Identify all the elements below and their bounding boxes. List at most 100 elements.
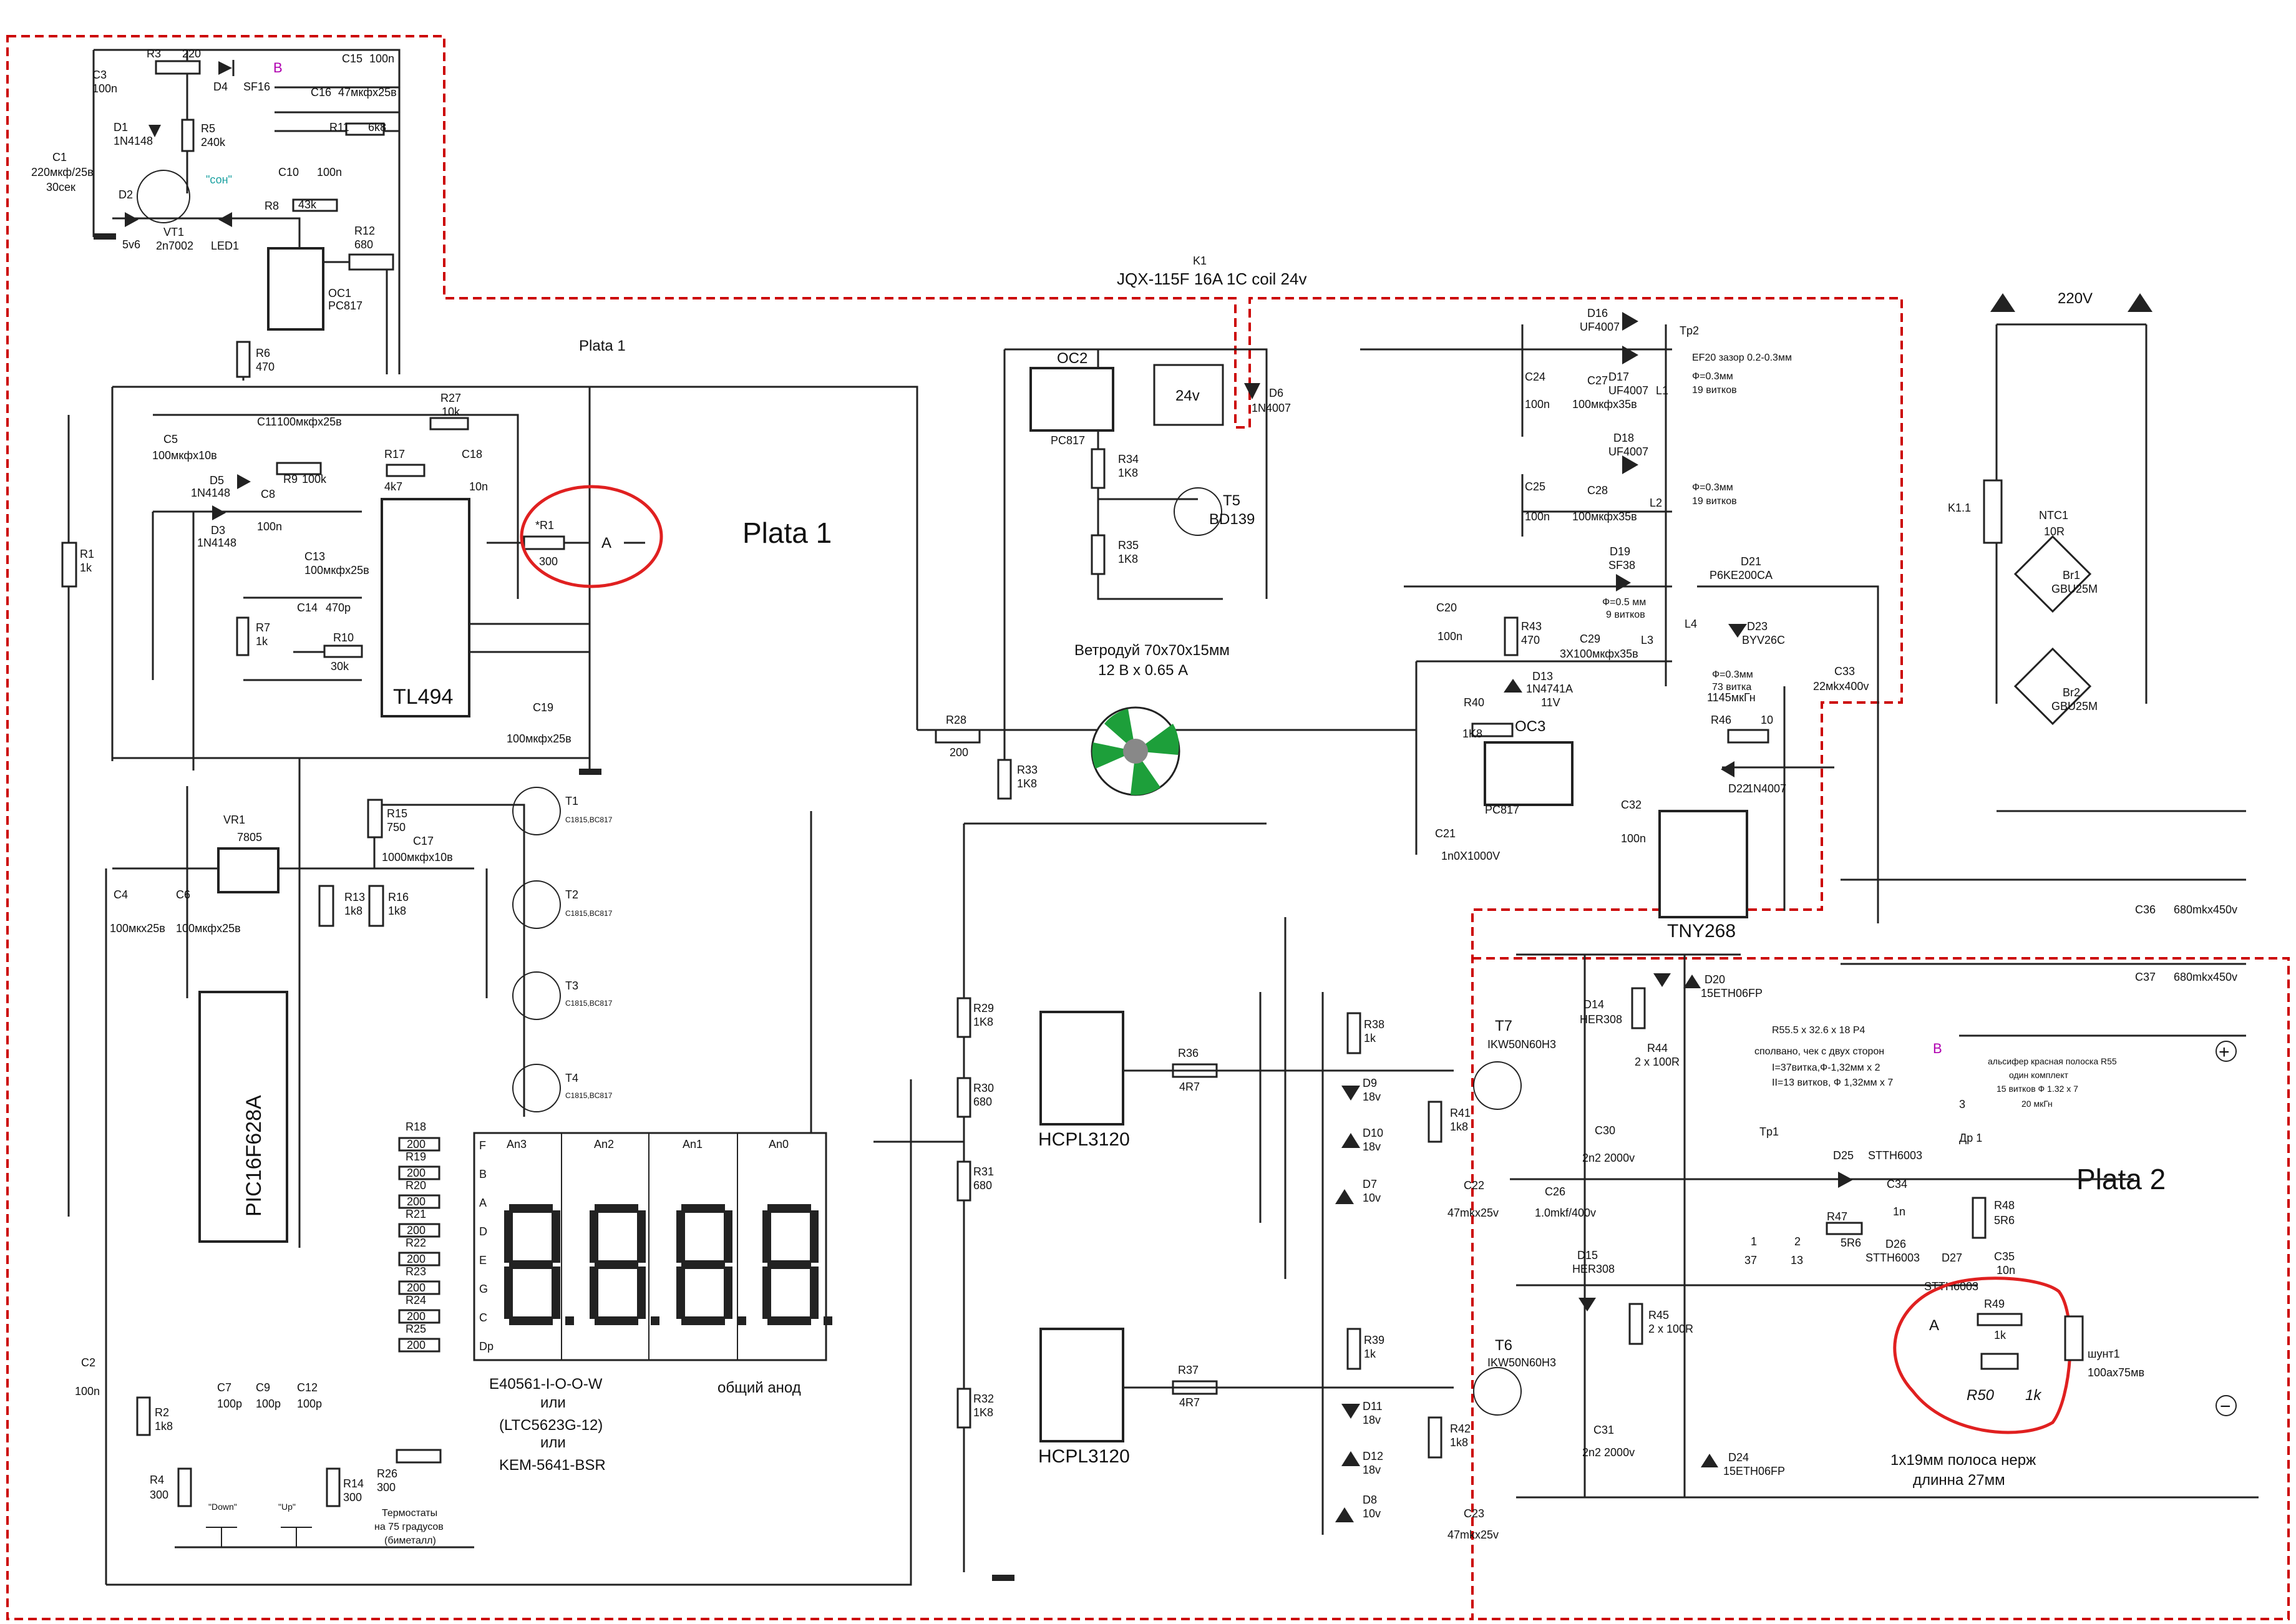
r9-value: 100k [302, 473, 327, 485]
c3-value: 100n [92, 82, 117, 95]
t5-label: T5 [1223, 492, 1240, 509]
t6-label: T6 [1495, 1337, 1512, 1354]
seg-d: D [479, 1225, 487, 1238]
r29-label: R29 [973, 1002, 994, 1014]
mains-voltage: 220V [2058, 290, 2093, 307]
led1-label: LED1 [211, 240, 239, 252]
oc2-label: OC2 [1057, 350, 1087, 367]
d3-label: D3 [211, 524, 225, 537]
aux-power-section: D16 UF4007 D17 UF4007 C24 100n C27 100мк… [1360, 290, 2246, 983]
d24-label: D24 [1728, 1451, 1749, 1464]
svg-text:R22: R22 [406, 1237, 426, 1249]
bridge-br2-icon [2013, 647, 2092, 726]
svg-text:R21: R21 [406, 1208, 426, 1220]
r26-label: R26 [377, 1467, 397, 1480]
c16-label: C16 [311, 86, 331, 99]
d21-label: D21 [1741, 555, 1761, 568]
c8-label: C8 [261, 488, 275, 500]
seg-b: B [479, 1168, 487, 1180]
c27-value: 100мкфх35в [1572, 398, 1637, 411]
c6-value: 100мкфх25в [176, 922, 241, 935]
anode-0-label: An0 [769, 1138, 789, 1150]
svg-text:200: 200 [407, 1224, 426, 1237]
t2-part: C1815,BC817 [565, 909, 613, 918]
r31-value: 680 [973, 1179, 992, 1192]
digit-2 [590, 1204, 659, 1325]
d13-voltage: 11V [1541, 696, 1560, 709]
svg-text:R20: R20 [406, 1179, 426, 1192]
tp1-label: Tp1 [1759, 1126, 1779, 1138]
c30-label: C30 [1595, 1124, 1615, 1137]
c20-label: C20 [1436, 601, 1457, 614]
d16-label: D16 [1587, 307, 1608, 319]
r5-value: 240k [201, 136, 226, 148]
w3a-label: Ф=0.5 мм [1602, 597, 1646, 608]
t3-label: T3 [565, 980, 578, 992]
c12-label: C12 [297, 1381, 318, 1394]
r36-value: 4R7 [1179, 1081, 1200, 1093]
r5-label: R5 [201, 122, 215, 135]
d8-value: 10v [1363, 1507, 1381, 1520]
c24-value: 100n [1525, 398, 1550, 411]
dr1-turns: 3 [1959, 1098, 1965, 1111]
d26-label: D26 [1885, 1238, 1906, 1250]
d9-label: D9 [1363, 1077, 1377, 1089]
d7-label: D7 [1363, 1178, 1377, 1190]
c23-label: C23 [1464, 1507, 1484, 1520]
strip-label-1: 1x19мм полоса нерж [1890, 1452, 2036, 1469]
c5-value: 100мкфх10в [152, 449, 217, 462]
d18-value: UF4007 [1608, 445, 1648, 458]
c15-label: C15 [342, 52, 362, 65]
r39-value: 1k [1364, 1348, 1376, 1360]
display-or-1: или [540, 1394, 566, 1411]
thermostat-label-2: на 75 градусов [374, 1522, 444, 1532]
r9-label: R9 [283, 473, 298, 485]
plate1-boundary [6, 35, 1903, 1620]
br1-value: GBU25M [2051, 583, 2098, 595]
display-alt-1: (LTC5623G-12) [499, 1417, 603, 1434]
r8-label: R8 [265, 200, 279, 212]
oc1-part: PC817 [328, 299, 362, 312]
ntc1-value: 10R [2044, 525, 2065, 538]
r35-value: 1K8 [1118, 553, 1138, 565]
w2b-label: 19 витков [1692, 496, 1737, 507]
svg-text:200: 200 [407, 1138, 426, 1150]
d5-label: D5 [210, 474, 224, 487]
c31-label: C31 [1593, 1424, 1614, 1436]
c1-value: 220мкф/25в [31, 166, 94, 178]
r49-value: 1k [1994, 1329, 2007, 1341]
c4-value: 100мкх25в [110, 922, 165, 935]
c14-label: C14 [297, 601, 318, 614]
anode-2-label: An2 [594, 1138, 614, 1150]
c12-value: 100p [297, 1398, 322, 1410]
d3-value: 1N4148 [197, 537, 236, 549]
core-label: R55.5 x 32.6 x 18 P4 [1772, 1025, 1865, 1036]
display-or-2: или [540, 1434, 566, 1451]
r33-value: 1K8 [1017, 777, 1037, 790]
t1-label: T1 [565, 795, 578, 807]
c24-label: C24 [1525, 371, 1545, 383]
r44-value: 2 x 100R [1635, 1056, 1680, 1068]
d25-value: STTH6003 [1868, 1149, 1922, 1162]
son-label: "сон" [206, 173, 232, 186]
br2-value: GBU25M [2051, 700, 2098, 712]
r43-label: R43 [1521, 620, 1542, 633]
relay-coil-label: 24v [1175, 387, 1200, 404]
r14-value: 300 [343, 1491, 362, 1504]
r15-label: R15 [387, 807, 407, 820]
r4-label: R4 [150, 1474, 164, 1486]
c9-label: C9 [256, 1381, 270, 1394]
c9-value: 100p [256, 1398, 281, 1410]
c13-value: 100мкфх25в [304, 564, 369, 576]
seg-g: G [479, 1283, 488, 1295]
t2-label: T2 [565, 888, 578, 901]
strip-label-2: длинна 27мм [1913, 1472, 2005, 1489]
d22-value: 1N4007 [1747, 782, 1786, 795]
d17-value: UF4007 [1608, 384, 1648, 397]
b-marker-top: B [273, 60, 283, 75]
t1-part: C1815,BC817 [565, 815, 613, 824]
d10-value: 18v [1363, 1140, 1381, 1153]
